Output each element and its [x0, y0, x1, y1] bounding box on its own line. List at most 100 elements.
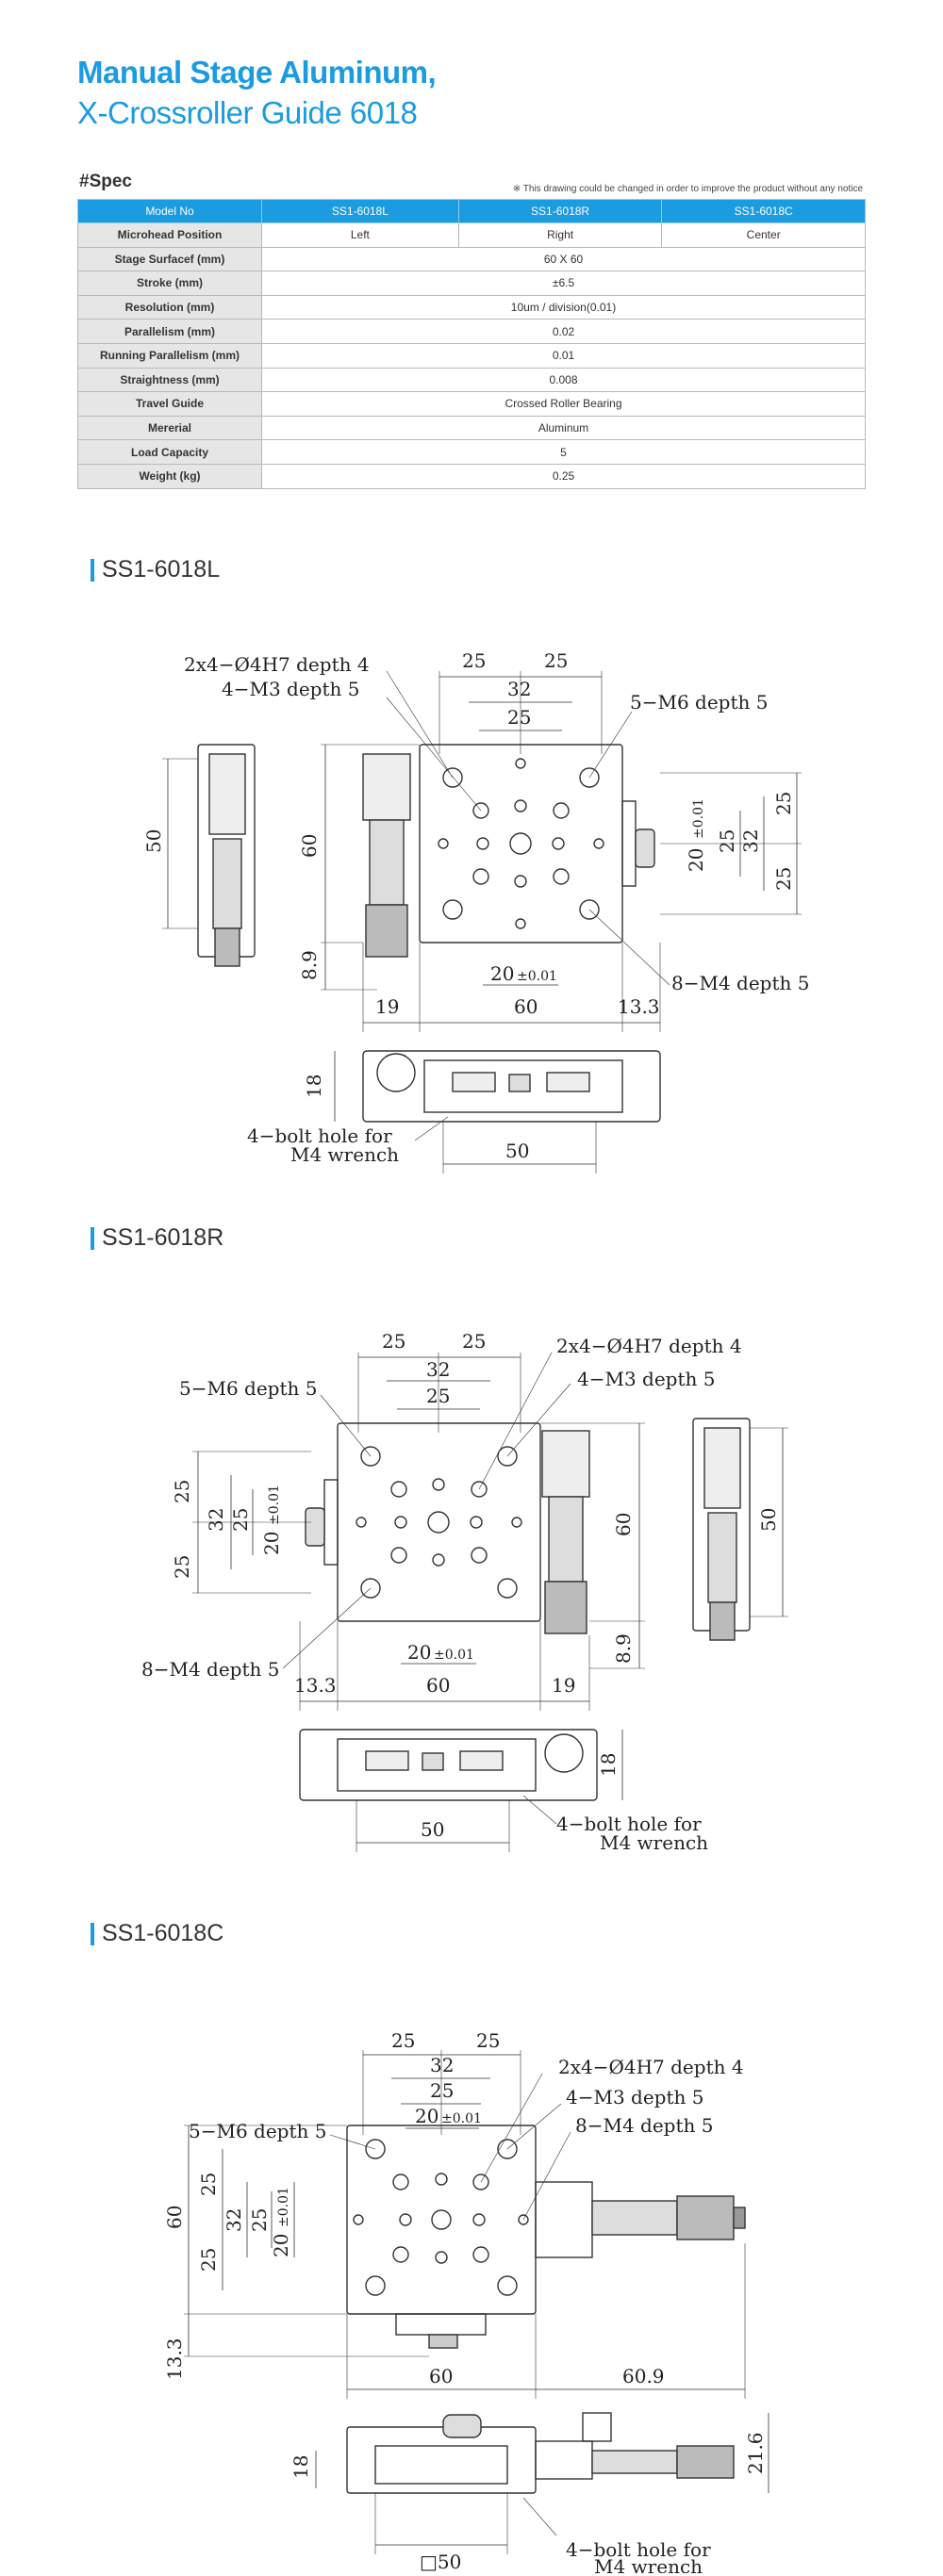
dim-32-right: 32	[739, 829, 762, 853]
spec-note: ※ This drawing could be changed in order…	[512, 184, 863, 194]
dim-50-bottom: 50	[421, 1818, 444, 1841]
spec-header-row: Model No SS1-6018L SS1-6018R SS1-6018C	[77, 199, 866, 223]
table-row: Load Capacity 5	[77, 439, 866, 465]
table-row: Weight (kg) 0.25	[77, 463, 866, 489]
dim-25-b: 25	[476, 2029, 500, 2052]
dim-tol: ±0.01	[441, 2111, 482, 2126]
drawing-6018c: 2x4−Ø4H7 depth 4 4−M3 depth 5 8−M4 depth…	[163, 2029, 769, 2573]
row-label: Travel Guide	[77, 391, 262, 417]
row-value: Crossed Roller Bearing	[261, 391, 866, 417]
micrometer-knob	[709, 1601, 736, 1641]
micrometer-holder	[535, 2181, 593, 2258]
table-row: Stage Surfacef (mm) 60 X 60	[77, 246, 866, 272]
row-label: Microhead Position	[77, 222, 262, 248]
dim-25-c: 25	[426, 1385, 450, 1407]
m4-label: 8−M4 depth 5	[575, 2114, 713, 2137]
table-row: Travel Guide Crossed Roller Bearing	[77, 391, 866, 417]
m6-label: 5−M6 depth 5	[630, 691, 768, 714]
dim-18: 18	[597, 1753, 620, 1777]
dim-32: 32	[426, 1358, 450, 1381]
section-title-left: SS1-6018L	[102, 556, 221, 582]
lock-knob	[428, 2334, 458, 2349]
dim-25-left-b: 25	[171, 1555, 193, 1579]
dim-25-left-a: 25	[171, 1480, 193, 1503]
dim-18: 18	[290, 2455, 312, 2479]
row-value: 0.008	[261, 367, 866, 393]
lock-knob	[635, 829, 655, 868]
bolt-label-1: 4−bolt hole for	[566, 2538, 711, 2561]
row-value: Left	[261, 222, 459, 248]
table-row: Stroke (mm) ±6.5	[77, 271, 866, 296]
dim-32: 32	[507, 678, 531, 700]
spec-label: #Spec	[79, 172, 132, 191]
m3-label: 4−M3 depth 5	[566, 2086, 703, 2108]
row-label: Stroke (mm)	[77, 271, 262, 296]
table-row: Microhead Position Left Right Center	[77, 222, 866, 248]
dim-25-left-c: 25	[248, 2208, 271, 2232]
dim-tol: ±0.01	[434, 1648, 474, 1663]
dim-25-b: 25	[462, 1330, 486, 1353]
micrometer-thimble	[544, 1581, 587, 1634]
dim-32-left: 32	[223, 2208, 245, 2232]
micrometer-holder	[541, 1430, 590, 1498]
dim-tol: ±0.01	[517, 969, 557, 984]
section-title-center: SS1-6018C	[102, 1920, 224, 1946]
dim-21-6: 21.6	[744, 2432, 767, 2474]
row-label: Stage Surfacef (mm)	[77, 246, 262, 272]
micrometer-sleeve	[591, 2200, 678, 2236]
micrometer-holder	[362, 753, 411, 821]
dim-19: 19	[375, 995, 399, 1018]
front-view	[299, 1729, 598, 1801]
stage-top-view	[346, 2125, 537, 2315]
dim-tol-right: ±0.01	[691, 798, 706, 839]
dim-25-left-a: 25	[197, 2173, 220, 2196]
dim-25-left-b: 25	[197, 2248, 220, 2272]
lock-knob	[305, 1507, 325, 1547]
dim-25-a: 25	[462, 649, 486, 672]
bolt-label-2: M4 wrench	[290, 1143, 399, 1166]
page-title-line2: X-Crossroller Guide 6018	[77, 95, 418, 130]
bolt-label-2: M4 wrench	[600, 1831, 708, 1854]
dim-25-right-c: 25	[716, 829, 738, 853]
dim-60-9: 60.9	[622, 2365, 665, 2387]
dim-25-b: 25	[544, 649, 568, 672]
section-bar	[91, 559, 94, 582]
dim-25-a: 25	[382, 1330, 405, 1353]
bolt-label-2: M4 wrench	[594, 2555, 703, 2573]
micrometer-barrel	[212, 838, 242, 929]
row-label: Load Capacity	[77, 439, 262, 465]
dim-20: 20	[415, 2105, 438, 2127]
dim-60-side: 60	[298, 834, 321, 858]
dim-8-9: 8.9	[612, 1633, 635, 1664]
row-value: ±6.5	[261, 271, 866, 296]
stage-holes	[356, 1446, 522, 1599]
row-label: Weight (kg)	[77, 463, 262, 489]
micrometer-thimble	[365, 904, 408, 958]
dim-25-left-c: 25	[229, 1508, 252, 1532]
dim-13-3: 13.3	[618, 995, 660, 1018]
dim-25-c: 25	[507, 706, 531, 729]
row-value: 5	[261, 439, 866, 465]
row-value: 0.01	[261, 342, 866, 369]
front-view	[362, 1050, 661, 1123]
row-value: 0.25	[261, 463, 866, 489]
front-clamp	[582, 2412, 612, 2442]
table-row: Mererial Aluminum	[77, 415, 866, 441]
micrometer-thimble	[676, 2195, 735, 2240]
dim-20-left: 20	[270, 2234, 292, 2257]
dowel-label: 2x4−Ø4H7 depth 4	[184, 653, 370, 676]
spec-header-cell: SS1-6018C	[661, 199, 866, 223]
row-label: Resolution (mm)	[77, 294, 262, 320]
spec-header-cell: SS1-6018L	[261, 199, 459, 223]
dim-25-right-a: 25	[772, 792, 795, 815]
dim-50-side: 50	[142, 829, 165, 853]
section-bar	[91, 1227, 94, 1250]
row-label: Straightness (mm)	[77, 367, 262, 393]
table-row: Resolution (mm) 10um / division(0.01)	[77, 294, 866, 320]
stage-side-edge	[323, 1479, 339, 1566]
dim-13-3: 13.3	[294, 1674, 337, 1697]
front-view-rail	[423, 1059, 623, 1113]
front-view-knob	[442, 2414, 482, 2438]
row-value: 60 X 60	[261, 246, 866, 272]
